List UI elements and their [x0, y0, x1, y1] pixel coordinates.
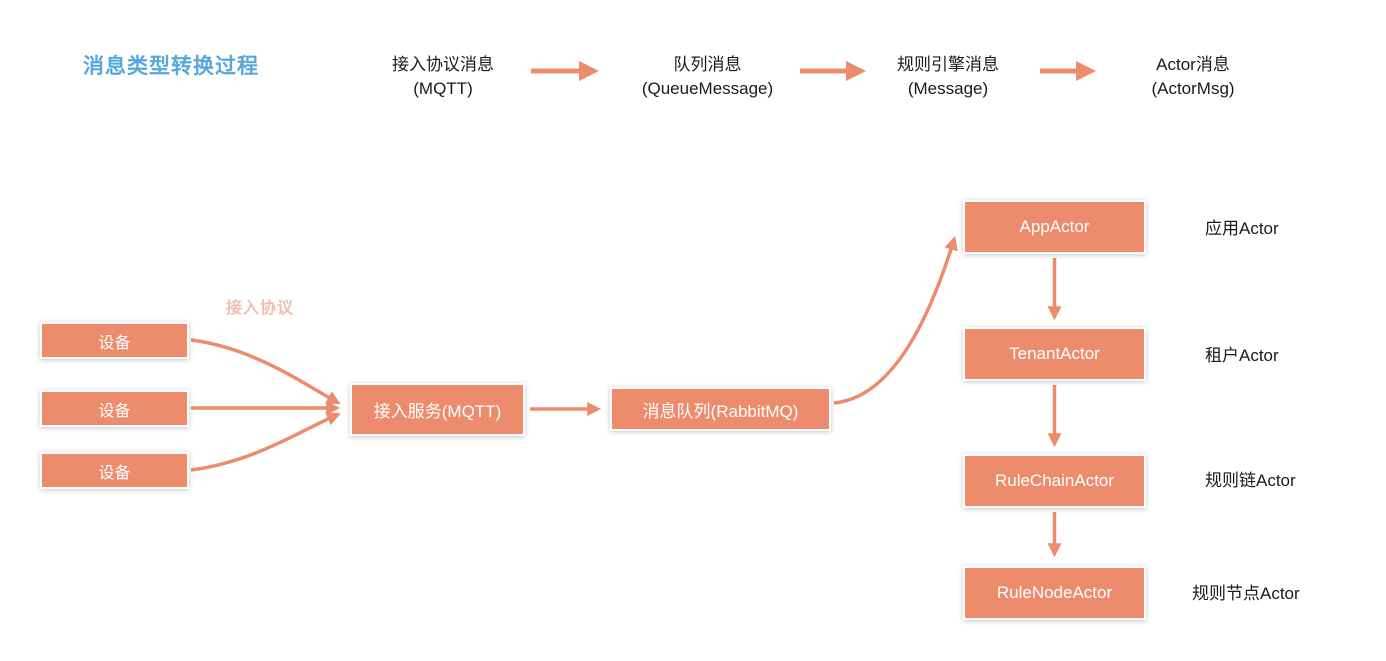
- arrow-queue-to-appactor: [833, 235, 958, 405]
- page-title: 消息类型转换过程: [83, 55, 259, 78]
- flow-step-line1: 接入协议消息: [392, 55, 494, 74]
- flow-step-line2: (MQTT): [413, 79, 473, 98]
- annotation-tenantactor: 租户Actor: [1205, 346, 1279, 365]
- device-box-3: 设备: [40, 452, 189, 489]
- actor-box-rulechainactor: RuleChainActor: [963, 454, 1146, 508]
- flow-step-line1: 队列消息: [673, 55, 742, 74]
- actor-box-appactor: AppActor: [963, 200, 1146, 254]
- annotation-rulenodeactor: 规则节点Actor: [1192, 584, 1300, 603]
- flow-step-queue-message: 队列消息 (QueueMessage): [620, 53, 795, 101]
- arrow-device3-to-access: [190, 412, 341, 472]
- arrow-device1-to-access: [190, 338, 341, 404]
- flow-step-rule-engine-message: 规则引擎消息 (Message): [868, 53, 1028, 101]
- protocol-note-label: 接入协议: [226, 300, 295, 317]
- flow-step-line1: Actor消息: [1156, 55, 1230, 74]
- flow-step-protocol-message: 接入协议消息 (MQTT): [373, 53, 513, 101]
- device-box-2: 设备: [40, 390, 189, 427]
- actor-box-rulenodeactor: RuleNodeActor: [963, 566, 1146, 620]
- annotation-appactor: 应用Actor: [1205, 219, 1279, 238]
- flow-step-line2: (Message): [907, 79, 989, 98]
- message-queue-box: 消息队列(RabbitMQ): [610, 387, 831, 431]
- flow-step-line2: (ActorMsg): [1151, 79, 1235, 98]
- access-service-box: 接入服务(MQTT): [350, 383, 525, 436]
- flow-step-line2: (QueueMessage): [641, 79, 774, 98]
- annotation-rulechainactor: 规则链Actor: [1205, 471, 1296, 490]
- actor-box-tenantactor: TenantActor: [963, 327, 1146, 381]
- flow-step-actor-message: Actor消息 (ActorMsg): [1113, 53, 1273, 101]
- flow-step-line1: 规则引擎消息: [897, 55, 999, 74]
- device-box-1: 设备: [40, 322, 189, 359]
